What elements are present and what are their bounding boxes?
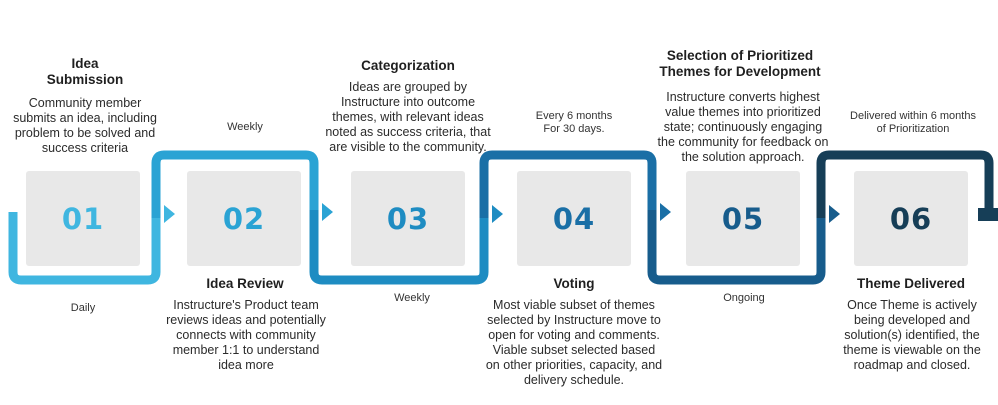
step-card-02: 02 bbox=[187, 171, 301, 266]
step-card-06: 06 bbox=[854, 171, 968, 266]
step-frequency-02: Weekly bbox=[227, 121, 263, 133]
arrow-icon-to-06 bbox=[829, 205, 840, 223]
arrow-icon-to-03 bbox=[322, 203, 333, 221]
track-segment-2 bbox=[151, 150, 319, 218]
track-segment-5 bbox=[647, 210, 826, 285]
step-description-04: Most viable subset of themes selected by… bbox=[485, 298, 663, 387]
step-frequency-04: Every 6 months For 30 days. bbox=[535, 110, 613, 136]
step-title-02: Idea Review bbox=[206, 276, 284, 291]
arrow-icon-to-04 bbox=[492, 205, 503, 223]
step-frequency-01: Daily bbox=[70, 302, 96, 314]
track-end-cap bbox=[978, 208, 998, 221]
step-frequency-03: Weekly bbox=[394, 292, 430, 304]
step-title-05: Selection of Prioritized Themes for Deve… bbox=[659, 48, 821, 80]
track-segment-3 bbox=[309, 210, 489, 285]
arrow-icon-to-02 bbox=[164, 205, 175, 223]
step-description-02: Instructure's Product team reviews ideas… bbox=[166, 298, 326, 372]
step-title-01: Idea Submission bbox=[46, 56, 124, 88]
track-segment-1 bbox=[8, 212, 161, 285]
step-card-03: 03 bbox=[351, 171, 465, 266]
step-frequency-05: Ongoing bbox=[723, 292, 765, 304]
step-number: 01 bbox=[61, 201, 105, 236]
step-number: 04 bbox=[552, 201, 596, 236]
step-description-03: Ideas are grouped by Instructure into ou… bbox=[325, 80, 491, 154]
step-card-04: 04 bbox=[517, 171, 631, 266]
step-title-04: Voting bbox=[553, 276, 595, 291]
step-frequency-06: Delivered within 6 months of Prioritizat… bbox=[850, 110, 976, 136]
step-number: 06 bbox=[889, 201, 933, 236]
step-number: 05 bbox=[721, 201, 765, 236]
arrow-icon-to-05 bbox=[660, 203, 671, 221]
step-card-05: 05 bbox=[686, 171, 800, 266]
track-segment-6 bbox=[816, 150, 994, 218]
step-title-03: Categorization bbox=[361, 58, 455, 73]
step-description-01: Community member submits an idea, includ… bbox=[13, 96, 157, 155]
step-number: 03 bbox=[386, 201, 430, 236]
step-number: 02 bbox=[222, 201, 266, 236]
step-title-06: Theme Delivered bbox=[856, 276, 966, 291]
step-description-06: Once Theme is actively being developed a… bbox=[843, 298, 981, 372]
step-description-05: Instructure converts highest value theme… bbox=[657, 90, 829, 164]
step-card-01: 01 bbox=[26, 171, 140, 266]
track-segment-4 bbox=[479, 150, 657, 218]
